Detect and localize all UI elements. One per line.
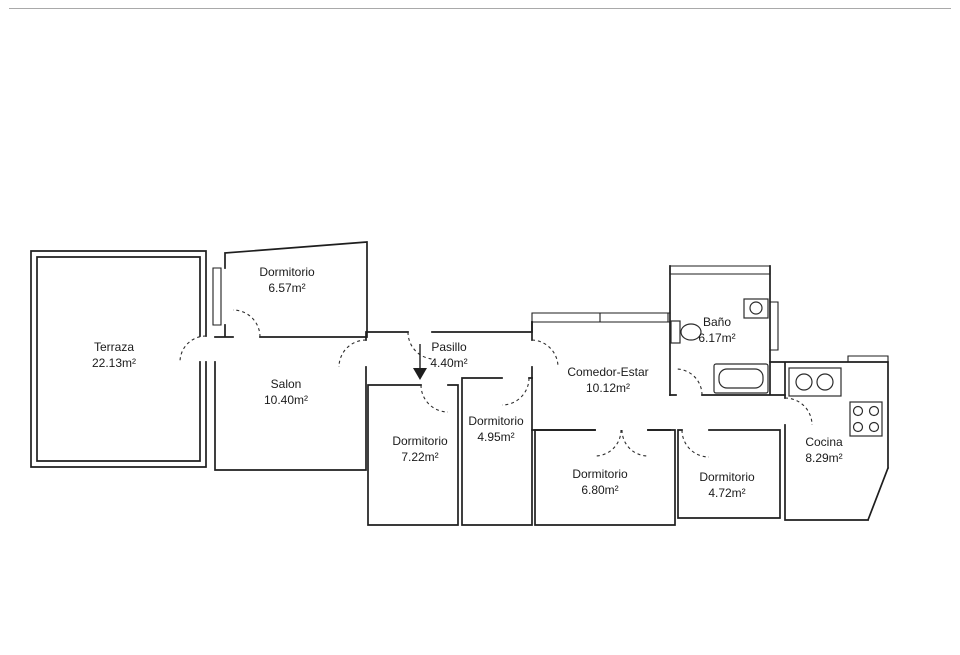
comedor-window-band xyxy=(531,312,671,323)
room-area: 8.29m² xyxy=(805,451,843,465)
cocina-window xyxy=(847,355,889,363)
entry-arrow xyxy=(413,344,427,380)
room-area: 6.57m² xyxy=(268,281,306,295)
terraza-walls xyxy=(30,250,207,468)
kitchen-sink xyxy=(788,367,842,397)
room-area: 6.17m² xyxy=(698,331,736,345)
room-label-cocina: Cocina 8.29m² xyxy=(805,434,842,466)
bedroom-top-walls xyxy=(214,241,368,338)
comedor-walls xyxy=(531,265,671,431)
room-name: Comedor-Estar xyxy=(567,365,649,379)
bano-top-window xyxy=(669,265,771,275)
pasillo-walls xyxy=(365,321,533,338)
room-name: Terraza xyxy=(93,340,134,354)
bedroom-495-walls xyxy=(461,377,533,526)
bathtub xyxy=(713,363,769,394)
room-label-dormitorio-680: Dormitorio 6.80m² xyxy=(572,466,627,498)
room-area: 4.72m² xyxy=(708,486,746,500)
room-name: Cocina xyxy=(805,435,843,449)
room-name: Pasillo xyxy=(431,340,467,354)
cocina-walls xyxy=(769,361,890,522)
room-name: Dormitorio xyxy=(699,470,755,484)
salon-walls xyxy=(214,336,367,471)
room-area: 4.95m² xyxy=(477,430,515,444)
bedroom-472-walls xyxy=(677,429,781,519)
room-label-salon: Salon 10.40m² xyxy=(264,376,308,408)
room-label-dormitorio-657: Dormitorio 6.57m² xyxy=(259,264,314,296)
room-name: Dormitorio xyxy=(572,467,628,481)
room-label-dormitorio-495: Dormitorio 4.95m² xyxy=(468,413,523,445)
room-name: Baño xyxy=(702,315,732,329)
room-label-comedor-estar: Comedor-Estar 10.12m² xyxy=(567,364,648,396)
room-label-dormitorio-472: Dormitorio 4.72m² xyxy=(699,469,754,501)
room-name: Dormitorio xyxy=(259,265,315,279)
room-label-bano: Baño 6.17m² xyxy=(698,314,735,346)
room-name: Dormitorio xyxy=(468,414,524,428)
room-area: 6.80m² xyxy=(581,483,619,497)
bano-walls xyxy=(669,265,786,396)
room-label-pasillo: Pasillo 4.40m² xyxy=(430,339,467,371)
room-area: 10.40m² xyxy=(263,393,309,407)
bedroom-722-walls xyxy=(367,384,459,526)
top-border-line xyxy=(9,8,951,9)
washbasin xyxy=(743,298,769,319)
room-area: 4.40m² xyxy=(430,356,468,370)
toilet xyxy=(670,320,702,344)
bedroom-680-walls xyxy=(534,429,676,526)
door-swing-arcs xyxy=(179,309,813,458)
bedroom-top-window xyxy=(212,267,222,326)
room-label-dormitorio-722: Dormitorio 7.22m² xyxy=(392,433,447,465)
room-area: 7.22m² xyxy=(401,450,439,464)
room-area: 22.13m² xyxy=(91,356,137,370)
room-name: Salon xyxy=(270,377,302,391)
bano-side-window xyxy=(769,301,779,351)
stove xyxy=(849,401,883,437)
room-name: Dormitorio xyxy=(392,434,448,448)
room-label-terraza: Terraza 22.13m² xyxy=(92,339,136,371)
room-area: 10.12m² xyxy=(585,381,631,395)
